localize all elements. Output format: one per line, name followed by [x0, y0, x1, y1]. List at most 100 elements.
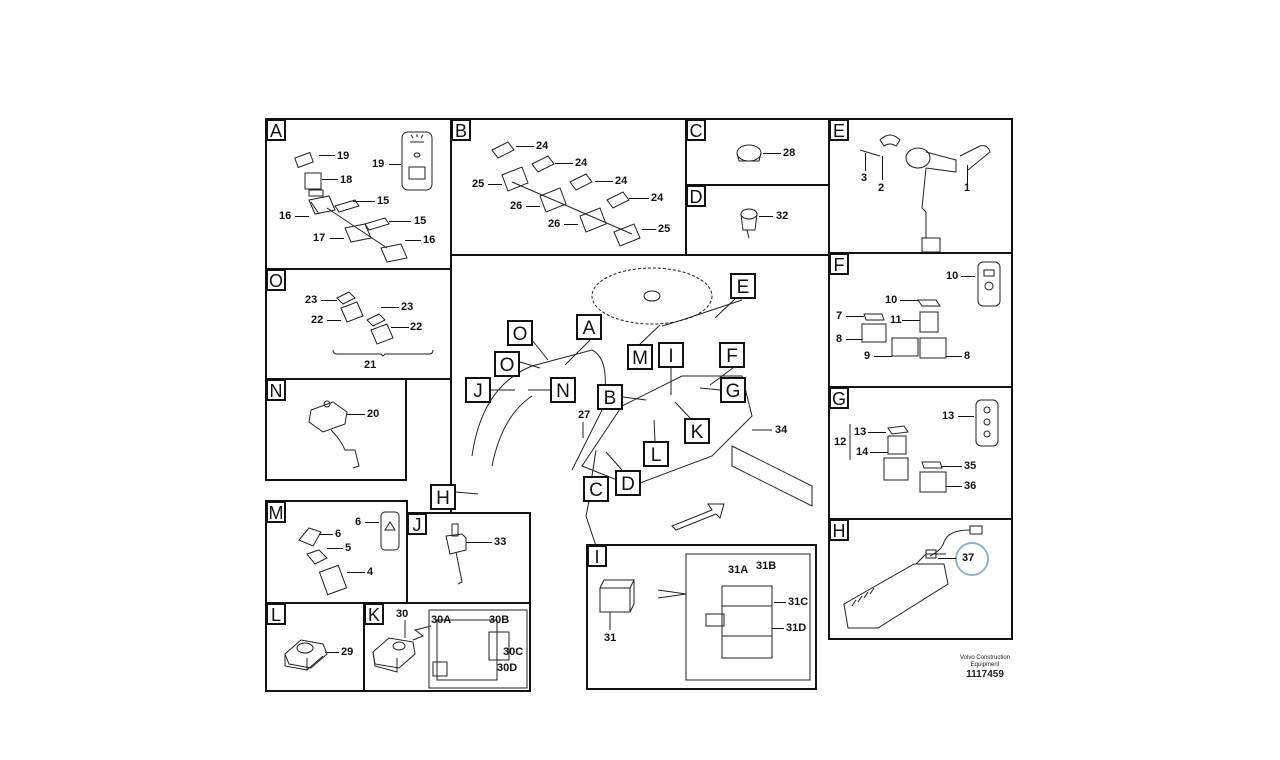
part-label: 36: [964, 480, 977, 492]
drawing-credit: Volvo Construction Equipment 1117459: [945, 655, 1025, 681]
panel-tag-i: I: [587, 545, 607, 567]
panel-tag-f: F: [829, 253, 849, 275]
part-label: 19: [337, 150, 350, 162]
panel-tag-j: J: [407, 513, 427, 535]
panel-tag-o: O: [266, 269, 286, 291]
part-label: 21: [364, 359, 377, 371]
part-label: 19: [372, 158, 385, 170]
part-label: 8: [836, 333, 843, 345]
part-label: 8: [964, 350, 971, 362]
callout-n[interactable]: N: [550, 377, 576, 403]
pedal-switch-illustration: [843, 525, 983, 629]
panel-n: N 20: [265, 378, 407, 481]
callout-e[interactable]: E: [730, 273, 756, 299]
callout-m[interactable]: M: [627, 344, 653, 370]
callout-k[interactable]: K: [684, 418, 710, 444]
part-label: 10: [885, 294, 898, 306]
part-label: 22: [311, 314, 324, 326]
part-label: 16: [279, 210, 292, 222]
part-label: 10: [946, 270, 959, 282]
panel-i: I 31 31A 31B 31C 31D: [586, 544, 817, 690]
part-label: 23: [401, 301, 414, 313]
panel-d: D 32: [685, 184, 831, 256]
panel-e: E 3 2 1: [828, 118, 1013, 256]
part-label: 13: [942, 410, 955, 422]
part-label: 30C: [503, 646, 524, 658]
part-label: 18: [340, 174, 353, 186]
callout-b[interactable]: B: [597, 384, 623, 410]
part-label: 31C: [788, 596, 809, 608]
toggle-switch-illustration: [445, 523, 467, 585]
part-label: 24: [536, 140, 549, 152]
part-label: 1: [964, 182, 971, 194]
panel-tag-m: M: [266, 501, 286, 523]
hazard-switch-illustration: [298, 511, 400, 596]
panel-tag-e: E: [829, 119, 849, 141]
callout-c[interactable]: C: [583, 476, 609, 502]
panel-tag-d: D: [686, 185, 706, 207]
part-label: 26: [510, 200, 523, 212]
rocker-switch-g-illustration: [849, 399, 999, 493]
panel-k: K 30 30A 30B 30C 30D: [363, 602, 531, 692]
part-label: 31: [604, 632, 617, 644]
callout-o-lower[interactable]: O: [494, 351, 520, 377]
callout-g[interactable]: G: [720, 377, 746, 403]
part-label: 16: [423, 234, 436, 246]
panel-a: A 19 19 18 15 15 16 17 16: [265, 118, 452, 270]
part-label: 24: [651, 192, 664, 204]
part-label: 20: [367, 408, 380, 420]
panel-h: H 37: [828, 518, 1013, 640]
panel-tag-k: K: [364, 603, 384, 625]
part-label: 30B: [489, 614, 510, 626]
switch-pair-illustration: [332, 291, 434, 357]
part-label: 37: [962, 552, 975, 564]
callout-d[interactable]: D: [615, 470, 641, 496]
callout-h[interactable]: H: [430, 484, 456, 510]
callout-a[interactable]: A: [576, 314, 602, 340]
credit-line-1: Volvo Construction: [959, 655, 1011, 661]
overview-panel: [450, 254, 830, 547]
callout-i[interactable]: I: [658, 342, 684, 368]
part-label: 6: [335, 528, 342, 540]
part-label: 3: [861, 172, 868, 184]
part-label: 15: [377, 195, 390, 207]
highlight-ring: [955, 542, 989, 576]
callout-o-upper[interactable]: O: [507, 320, 533, 346]
part-label: 24: [615, 175, 628, 187]
panel-m: M 6 6 5 4: [265, 500, 408, 604]
part-label: 22: [410, 321, 423, 333]
part-label: 23: [305, 294, 318, 306]
part-label: 26: [548, 218, 561, 230]
panel-j: J 33: [406, 512, 531, 604]
part-label: 30: [396, 608, 409, 620]
credit-line-2: Equipment: [970, 662, 1000, 668]
part-label: 30A: [431, 614, 452, 626]
part-label: 13: [854, 426, 867, 438]
callout-l[interactable]: L: [643, 441, 669, 467]
part-label: 32: [776, 210, 789, 222]
part-label: 15: [414, 215, 427, 227]
rotary-switch-illustration: [308, 400, 360, 469]
rotary-control-illustration: [284, 639, 328, 671]
part-label: 31D: [786, 622, 807, 634]
part-label: 33: [494, 536, 507, 548]
panel-tag-h: H: [829, 519, 849, 541]
panel-tag-b: B: [451, 119, 471, 141]
part-label: 25: [658, 223, 671, 235]
callout-f[interactable]: F: [719, 342, 745, 368]
machine-overview-illustration: [471, 267, 813, 547]
panel-c: C 28: [685, 118, 831, 186]
panel-tag-g: G: [829, 387, 849, 409]
panel-tag-l: L: [266, 603, 286, 625]
panel-g: G 13 12 13 14 35 36: [828, 386, 1013, 520]
part-label: 6: [355, 516, 362, 528]
part-label-27: 27: [578, 409, 591, 421]
panel-b: B 24 24 24 24 25 26 26 25: [450, 118, 687, 256]
panel-f: F 10 10 7 11 8 9 8: [828, 252, 1013, 388]
part-label: 9: [864, 350, 871, 362]
panel-tag-c: C: [686, 119, 706, 141]
part-label: 2: [878, 182, 885, 194]
part-label: 31A: [728, 564, 749, 576]
callout-j[interactable]: J: [465, 377, 491, 403]
part-label: 14: [856, 446, 869, 458]
